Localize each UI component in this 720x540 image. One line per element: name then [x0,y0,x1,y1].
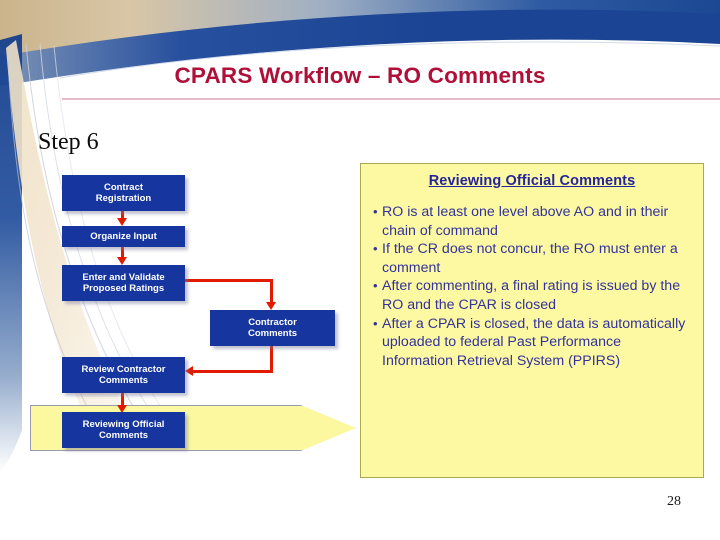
callout-bullet-list: •RO is at least one level above AO and i… [373,203,691,370]
flow-box-organize-input[interactable]: Organize Input [62,226,185,247]
callout-bullet-item: • RO is at least one level above AO and i… [373,203,691,240]
arrowhead-contractor-to-review [185,366,193,376]
callout-bullet-item: •After commenting, a final rating is iss… [373,277,691,314]
bullet-dot-icon: • [373,278,378,294]
connector-enter-to-contractor-horizontal [185,279,273,282]
arrowhead-enter-to-contractor [266,302,276,310]
callout-title: Reviewing Official Comments [428,173,636,189]
callout-bullet-item: •After a CPAR is closed, the data is aut… [373,315,691,371]
callout-bullet-text: After commenting, a final rating is issu… [382,278,681,313]
connector-contractor-to-review-horizontal [193,370,273,373]
bullet-dot-icon: • [373,204,378,219]
callout-bullet-text: RO is at least one level above AO and in… [382,204,669,239]
arrowhead-organize-to-enter [117,257,127,265]
step-label: Step 6 [38,129,99,155]
callout-bullet-text: After a CPAR is closed, the data is auto… [382,315,686,369]
page-number: 28 [667,494,681,509]
arrowhead-registration-to-organize [117,218,127,226]
title-divider [62,98,720,100]
reviewing-official-comments-callout: Reviewing Official Comments •RO is at le… [360,163,704,478]
connector-enter-to-contractor-vertical [270,279,273,303]
page-title: CPARS Workflow – RO Comments [174,63,546,88]
callout-bullet-item: •If the CR does not concur, the RO must … [373,240,691,277]
flow-box-organize-input-label: Organize Input [90,230,157,242]
connector-contractor-to-review-vertical [270,346,273,373]
callout-bullet-text: If the CR does not concur, the RO must e… [382,241,678,276]
bullet-dot-icon: • [373,315,378,331]
bullet-dot-icon: • [373,241,378,257]
